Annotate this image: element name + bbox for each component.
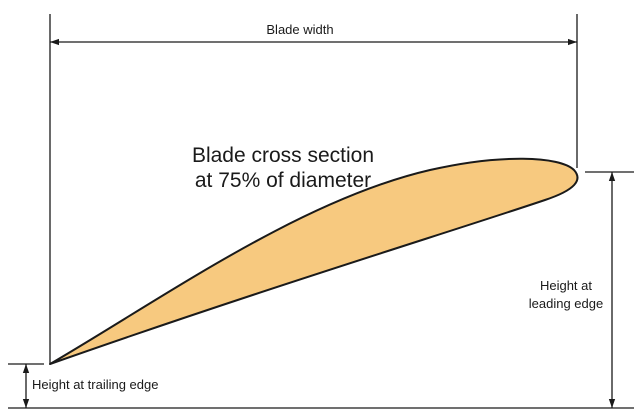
airfoil-shape [49, 157, 579, 365]
cross-section-title-line1: Blade cross section [192, 144, 374, 167]
trailing-edge-label: Height at trailing edge [32, 377, 158, 392]
cross-section-title-line2: at 75% of diameter [195, 169, 371, 192]
leading-edge-label-line2: leading edge [529, 296, 603, 311]
leading-edge-label-line1: Height at [540, 278, 592, 293]
blade-width-label: Blade width [266, 22, 333, 37]
